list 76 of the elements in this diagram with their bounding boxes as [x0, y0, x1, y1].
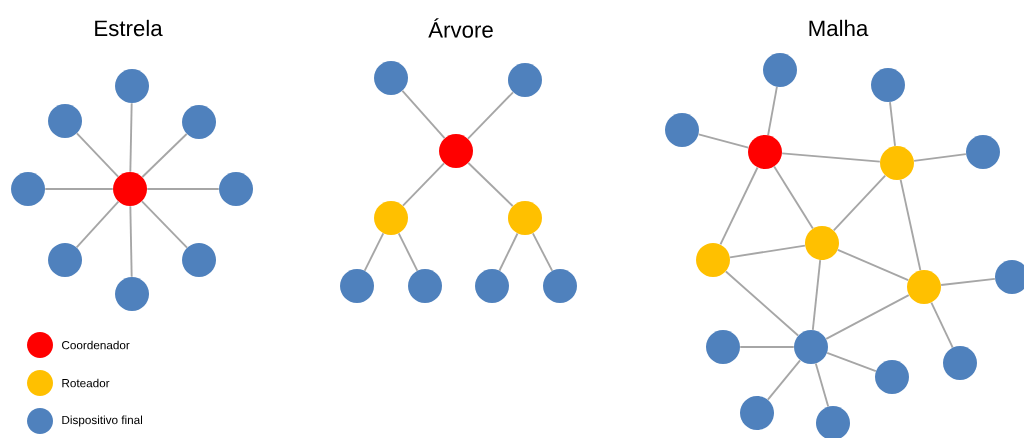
legend-label: Dispositivo final: [62, 415, 142, 427]
network-node: [543, 269, 577, 303]
network-node: [966, 135, 1000, 169]
network-node: [408, 269, 442, 303]
connection-line: [697, 133, 750, 149]
connection-line: [781, 152, 881, 163]
connection-line: [141, 133, 188, 178]
connection-line: [773, 165, 814, 230]
network-node: [665, 113, 699, 147]
connection-line: [719, 166, 759, 246]
section-title: Malha: [809, 19, 869, 37]
network-node: [943, 346, 977, 380]
network-node: [816, 406, 850, 438]
network-node: [439, 134, 473, 168]
connection-line: [467, 91, 514, 140]
connection-line: [899, 178, 922, 272]
connection-line: [729, 244, 806, 259]
connection-line: [531, 232, 554, 272]
network-node: [706, 330, 740, 364]
connection-line: [75, 200, 120, 249]
network-node: [48, 243, 82, 277]
network-node: [11, 172, 45, 206]
connection-line: [76, 132, 120, 178]
network-node: [475, 269, 509, 303]
network-node: [219, 172, 253, 206]
connection-line: [913, 153, 967, 162]
network-node: [508, 201, 542, 235]
network-node: [115, 69, 149, 103]
connection-line: [498, 232, 519, 272]
network-node: [875, 360, 909, 394]
connection-line: [402, 162, 445, 207]
connection-line: [826, 352, 877, 372]
connection-line: [467, 162, 514, 207]
network-node: [794, 330, 828, 364]
connection-line: [363, 232, 385, 272]
network-node: [805, 226, 839, 260]
network-node: [748, 135, 782, 169]
section-title: Árvore: [428, 18, 493, 38]
connection-line: [141, 200, 188, 249]
connection-line: [129, 102, 133, 173]
network-node: [508, 63, 542, 97]
connection-line: [811, 259, 822, 331]
network-node: [115, 277, 149, 311]
connection-line: [739, 346, 795, 348]
network-node: [113, 172, 147, 206]
connection-line: [825, 294, 910, 340]
section-title: Estrela: [95, 19, 163, 37]
network-node: [182, 105, 216, 139]
network-node: [374, 61, 408, 95]
network-node: [995, 260, 1024, 294]
network-node: [696, 243, 730, 277]
connection-line: [44, 188, 114, 190]
connection-line: [146, 188, 220, 190]
network-node: [763, 53, 797, 87]
network-node: [880, 146, 914, 180]
legend-label: Coordenador: [62, 340, 130, 350]
connection-line: [397, 232, 419, 272]
network-node: [871, 68, 905, 102]
connection-line: [767, 86, 778, 136]
connection-line: [940, 278, 996, 286]
network-node: [374, 201, 408, 235]
network-node: [740, 396, 774, 430]
connection-line: [767, 359, 802, 401]
connection-line: [832, 174, 887, 232]
connection-line: [814, 362, 830, 408]
network-node: [48, 104, 82, 138]
connection-line: [724, 270, 800, 337]
network-node: [907, 270, 941, 304]
connection-line: [930, 301, 954, 349]
network-node: [182, 243, 216, 277]
connection-line: [836, 248, 910, 282]
connection-line: [889, 101, 896, 147]
legend-label: Roteador: [62, 378, 110, 388]
connection-line: [129, 205, 133, 278]
network-node: [340, 269, 374, 303]
connection-line: [401, 89, 446, 140]
